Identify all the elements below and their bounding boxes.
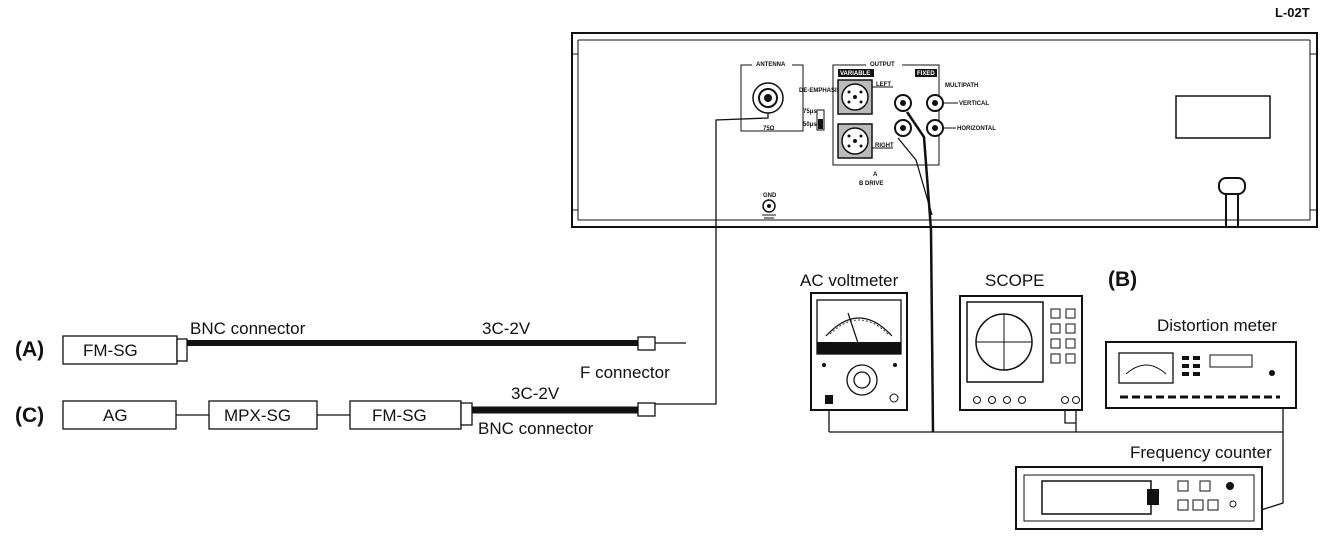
mpx-sg-box [208, 400, 318, 430]
tuner-rear-panel [571, 32, 1318, 228]
ac-voltmeter [810, 292, 908, 411]
ohm75-label: 75Ω [763, 126, 775, 132]
deemphasis-label: DE-EMPHASIS [799, 88, 841, 94]
us50-label: 50μs [803, 122, 817, 128]
us75-label: 75μs [803, 109, 817, 115]
left-label: LEFT [876, 82, 891, 88]
gnd-terminal: GND [762, 193, 777, 219]
wiring [655, 111, 1284, 511]
row-c-fm-sg-box [349, 400, 462, 430]
ac-voltmeter-label: AC voltmeter [800, 271, 899, 290]
vertical-label: VERTICAL [959, 101, 989, 107]
variable-label: VARIABLE [840, 71, 870, 77]
deemphasis-switch: DE-EMPHASIS 75μs 50μs [799, 88, 841, 131]
svg-text:A: A [873, 172, 878, 178]
row-a-cable-label: 3C-2V [482, 319, 531, 338]
distortion-meter-label: Distortion meter [1157, 316, 1277, 335]
panel-window [1175, 95, 1271, 139]
f-connector-label: F connector [580, 363, 670, 382]
svg-text:B DRIVE: B DRIVE [859, 181, 883, 187]
row-c-bnc-plug [460, 402, 473, 426]
oscilloscope [959, 295, 1083, 411]
multipath-label: MULTIPATH [945, 83, 978, 89]
group-b-label: (B) [1108, 268, 1137, 291]
power-cord [1218, 177, 1246, 227]
row-a-bnc-label: BNC connector [190, 319, 306, 338]
horizontal-label: HORIZONTAL [957, 126, 996, 132]
model-label: L-02T [1275, 5, 1310, 20]
row-c-bnc-label: BNC connector [478, 419, 594, 438]
fixed-label: FIXED [917, 71, 935, 77]
row-a-fm-sg-box [62, 335, 178, 365]
drive-label: A B DRIVE [859, 172, 883, 187]
row-a-fm-sg-label: FM-SG [83, 341, 138, 360]
row-c-cable-label: 3C-2V [511, 384, 560, 403]
row-c-f-connector [637, 402, 656, 417]
frequency-counter-label: Frequency counter [1130, 443, 1272, 462]
ag-label: AG [103, 406, 128, 425]
right-label: RIGHT [875, 143, 894, 149]
distortion-meter [1105, 341, 1297, 409]
antenna-label: ANTENNA [756, 62, 786, 68]
row-c-tag: (C) [15, 404, 44, 427]
svg-text:GND: GND [763, 193, 777, 199]
row-a-tag: (A) [15, 338, 44, 361]
mpx-sg-label: MPX-SG [224, 406, 291, 425]
row-a-bnc-plug [176, 338, 188, 362]
output-section: OUTPUT VARIABLE FIXED LEFT RIGHT [832, 61, 940, 166]
scope-label: SCOPE [985, 271, 1045, 290]
row-c-fm-sg-label: FM-SG [372, 406, 427, 425]
row-a-f-connector [637, 336, 656, 351]
ag-box [62, 400, 177, 430]
output-label: OUTPUT [870, 62, 895, 68]
multipath-section: MULTIPATH VERTICAL HORIZONTAL [926, 83, 996, 137]
frequency-counter [1015, 466, 1263, 530]
